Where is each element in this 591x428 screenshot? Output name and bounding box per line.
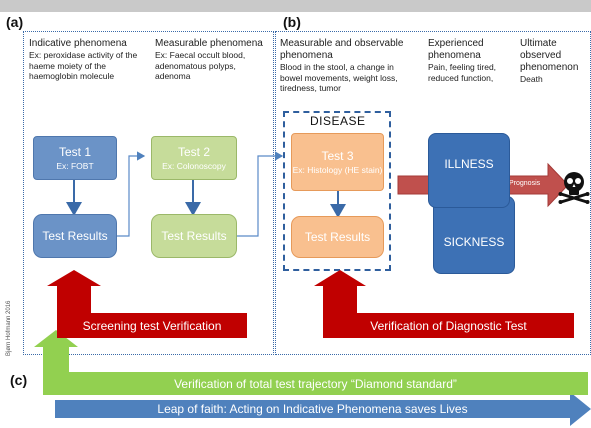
test1-box: Test 1 Ex: FOBT (33, 136, 117, 180)
test2-results-box: Test Results (151, 214, 237, 258)
column-ultimate: Ultimate observed phenomenon Death (520, 38, 584, 85)
test1-results-box: Test Results (33, 214, 117, 258)
total-trajectory-label: Verification of total test trajectory “D… (174, 376, 457, 391)
panel-label-a: (a) (6, 14, 24, 30)
column-measurable-example: Ex: Faecal occult blood, adenomatous pol… (155, 50, 246, 81)
connector-results2-test3 (236, 151, 284, 237)
disease-box (283, 111, 391, 271)
test2-title: Test 2 (177, 145, 210, 159)
prognosis-label: Prognosis (509, 180, 541, 187)
test1-example: Ex: FOBT (56, 161, 94, 171)
frame-screening (23, 31, 274, 355)
author-credit: Bjørn Hofmann 2016 (6, 300, 12, 356)
disease-label: DISEASE (310, 114, 366, 128)
top-strip (0, 0, 591, 12)
column-indicative-title: Indicative phenomena (29, 38, 127, 49)
column-experienced: Experienced phenomena Pain, feeling tire… (428, 38, 508, 83)
skull-crossbones-icon (558, 172, 590, 204)
diagnostic-verification-label: Verification of Diagnostic Test (370, 318, 527, 333)
leap-of-faith-label: Leap of faith: Acting on Indicative Phen… (157, 402, 468, 416)
test2-example: Ex: Colonoscopy (162, 161, 226, 171)
column-experienced-example: Pain, feeling tired, reduced function, (428, 62, 497, 83)
column-ultimate-title: Ultimate observed phenomenon (520, 38, 579, 73)
screening-verification-bar: Screening test Verification (57, 313, 247, 338)
panel-label-b: (b) (283, 14, 301, 30)
sickness-label: SICKNESS (443, 235, 505, 249)
screening-verification-label: Screening test Verification (82, 318, 222, 333)
illness-box: ILLNESS (428, 133, 510, 208)
column-observable: Measurable and observable phenomena Bloo… (280, 38, 415, 94)
test3-example: Ex: Histology (HE stain) (292, 165, 383, 175)
column-measurable-title: Measurable phenomena (155, 38, 263, 49)
column-indicative: Indicative phenomena Ex: peroxidase acti… (29, 38, 149, 82)
column-ultimate-example: Death (520, 74, 543, 84)
column-observable-example: Blood in the stool, a change in bowel mo… (280, 62, 398, 93)
total-trajectory-bar: Verification of total test trajectory “D… (43, 372, 588, 395)
connector-results1-test2 (117, 151, 146, 237)
sickness-box: SICKNESS (433, 196, 515, 274)
test3-box: Test 3 Ex: Histology (HE stain) (291, 133, 384, 191)
illness-label: ILLNESS (444, 156, 494, 171)
test2-box: Test 2 Ex: Colonoscopy (151, 136, 237, 180)
column-measurable: Measurable phenomena Ex: Faecal occult b… (155, 38, 273, 82)
panel-label-c: (c) (10, 372, 28, 388)
column-indicative-example: Ex: peroxidase activity of the haeme moi… (29, 50, 138, 81)
column-observable-title: Measurable and observable phenomena (280, 38, 404, 61)
test3-title: Test 3 (321, 149, 354, 163)
column-experienced-title: Experienced phenomena (428, 38, 484, 61)
test1-title: Test 1 (58, 145, 91, 159)
test3-results-box: Test Results (291, 216, 384, 258)
diagnostic-verification-bar: Verification of Diagnostic Test (323, 313, 574, 338)
